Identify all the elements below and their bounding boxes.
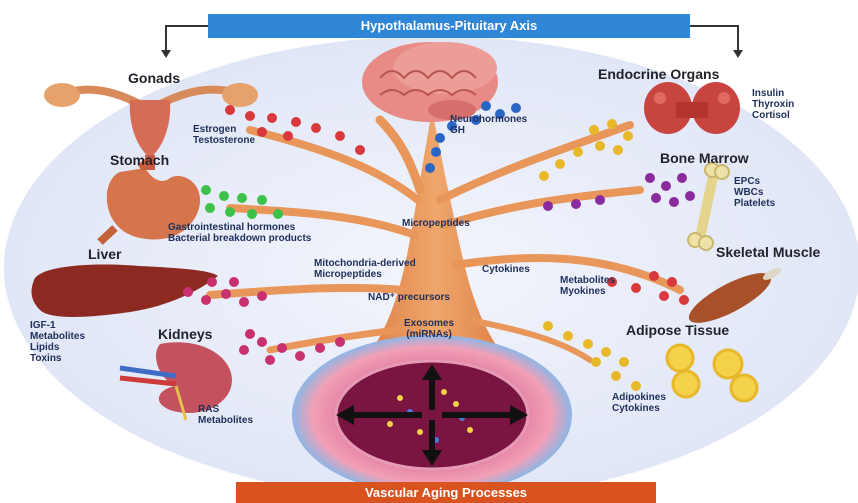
tree-label-cytokines: Cytokines — [482, 264, 530, 275]
organ-label-kidneys: Kidneys — [158, 326, 212, 342]
tree-label-nad: NAD⁺ precursors — [368, 292, 450, 303]
organ-label-endocrine: Endocrine Organs — [598, 66, 719, 82]
organ-label-adipose: Adipose Tissue — [626, 322, 729, 338]
tree-label-micropeptides: Micropeptides — [402, 218, 470, 229]
organ-label-liver: Liver — [88, 246, 121, 262]
organ-label-skeletal-muscle: Skeletal Muscle — [716, 244, 820, 260]
header-banner: Hypothalamus-Pituitary Axis — [208, 14, 690, 38]
organ-label-gonads: Gonads — [128, 70, 180, 86]
arrow-left-icon — [161, 50, 171, 58]
vessel-cross-section — [292, 335, 572, 495]
footer-banner: Vascular Aging Processes — [236, 482, 656, 503]
organ-label-stomach: Stomach — [110, 152, 169, 168]
organ-label-bone-marrow: Bone Marrow — [660, 150, 749, 166]
arrow-right-icon — [733, 50, 743, 58]
tree-label-exosomes: Exosomes(miRNAs) — [404, 318, 454, 340]
brain-icon — [362, 42, 498, 122]
